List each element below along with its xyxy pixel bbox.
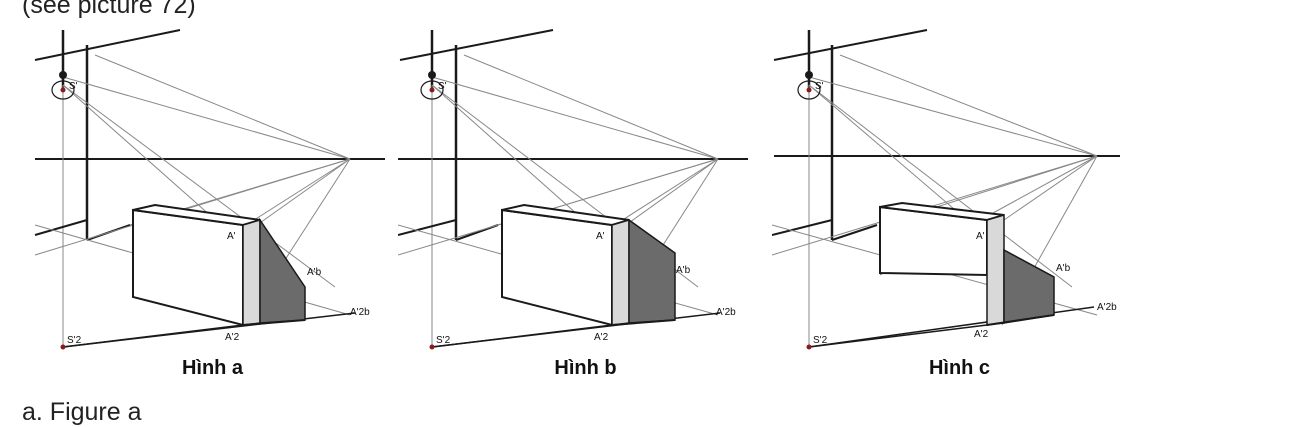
panel-b: S' A' A'b A'2 A'2b S'2 Hình b — [398, 25, 773, 385]
label-ab: A'b — [307, 267, 322, 278]
header-text: (see picture 72) — [22, 0, 196, 19]
panel-c: S' A' A'b A'2 A'2b S'2 Hình c — [772, 25, 1147, 385]
label-s: S' — [438, 81, 447, 92]
panel-a: S' A' A'b A'2 A'2b S'2 Hình a — [25, 25, 400, 385]
label-a2b: A'2b — [350, 307, 370, 318]
perspective-drawing-b: S' A' A'b A'2 A'2b S'2 — [398, 29, 748, 350]
label-a2: A'2 — [225, 332, 240, 343]
label-s2: S'2 — [813, 335, 828, 346]
label-a: A' — [596, 231, 605, 242]
label-a: A' — [227, 231, 236, 242]
label-ab: A'b — [676, 265, 691, 276]
perspective-drawing-a: S' A' A'b A'2 A'2b S'2 — [34, 29, 385, 350]
footer-text: a. Figure a — [22, 398, 142, 426]
caption-c: Hình c — [928, 357, 991, 379]
label-ab: A'b — [1056, 263, 1071, 274]
label-s: S' — [815, 81, 824, 92]
label-s: S' — [69, 81, 78, 92]
caption-a: Hình a — [181, 357, 244, 379]
label-s2: S'2 — [67, 335, 82, 346]
label-s2: S'2 — [436, 335, 451, 346]
perspective-drawing-c: S' A' A'b A'2 A'2b S'2 — [772, 29, 1120, 350]
label-a2b: A'2b — [716, 307, 736, 318]
label-a2b: A'2b — [1097, 302, 1117, 313]
label-a2: A'2 — [974, 329, 989, 340]
caption-b: Hình b — [554, 357, 617, 379]
label-a: A' — [976, 231, 985, 242]
label-a2: A'2 — [594, 332, 609, 343]
